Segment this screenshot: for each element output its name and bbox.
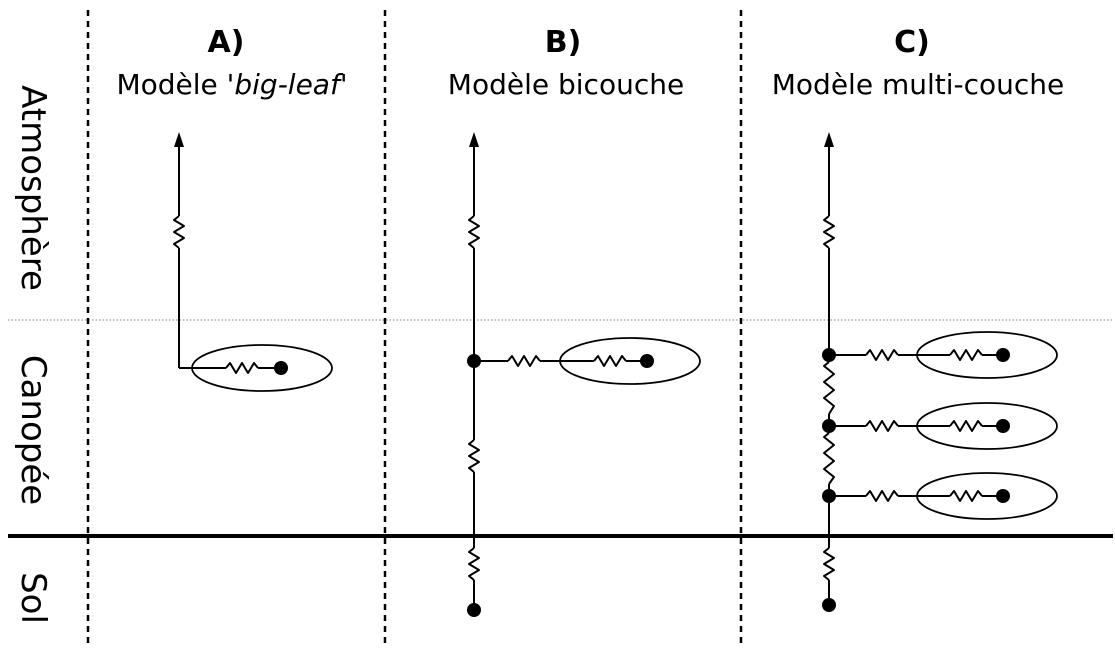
layer-label-canopy: Canopée <box>13 355 53 505</box>
panel-b-title: Modèle bicouche <box>448 68 684 101</box>
resistor <box>865 349 899 361</box>
leaf-ellipse <box>916 331 1058 379</box>
resistor <box>823 432 835 485</box>
arrow-head <box>824 132 834 147</box>
panel-c-letter: C) <box>894 25 930 60</box>
node-dot <box>640 354 654 368</box>
resistor <box>823 547 835 581</box>
node-dot <box>822 598 836 612</box>
arrow-head <box>174 132 184 147</box>
leaf-ellipse <box>191 344 333 392</box>
leaf-ellipse <box>916 472 1058 520</box>
panel-c-circuit <box>822 132 1058 612</box>
resistor <box>468 215 480 249</box>
resistor <box>468 439 480 473</box>
leaf-ellipse <box>916 402 1058 450</box>
resistor <box>865 420 899 432</box>
resistor <box>593 355 627 367</box>
resistor <box>949 420 983 432</box>
panel-a-title-pre: Modèle ' <box>116 68 234 101</box>
resistor <box>225 362 259 374</box>
resistor <box>865 490 899 502</box>
resistor <box>173 215 185 249</box>
resistor <box>949 490 983 502</box>
panel-b-circuit <box>467 132 701 617</box>
node-dot <box>996 489 1010 503</box>
node-dot <box>467 603 481 617</box>
panel-a-letter: A) <box>208 25 245 60</box>
node-dot <box>996 419 1010 433</box>
resistor <box>823 361 835 415</box>
panel-a-title-post: ' <box>340 68 348 101</box>
panel-b-letter: B) <box>545 25 582 60</box>
arrow-head <box>469 132 479 147</box>
layer-label-atmosphere: Atmosphère <box>13 85 53 291</box>
node-dot <box>996 348 1010 362</box>
resistor <box>823 215 835 249</box>
layer-label-soil: Sol <box>13 572 53 624</box>
resistor <box>468 547 480 581</box>
leaf-ellipse <box>559 337 701 385</box>
resistor <box>949 349 983 361</box>
resistor <box>507 355 541 367</box>
panel-a-title: Modèle 'big-leaf' <box>116 68 347 101</box>
node-dot <box>274 361 288 375</box>
panel-c-title: Modèle multi-couche <box>772 68 1065 101</box>
panel-a-title-italic: big-leaf <box>234 68 344 101</box>
panel-a-circuit <box>173 132 333 392</box>
